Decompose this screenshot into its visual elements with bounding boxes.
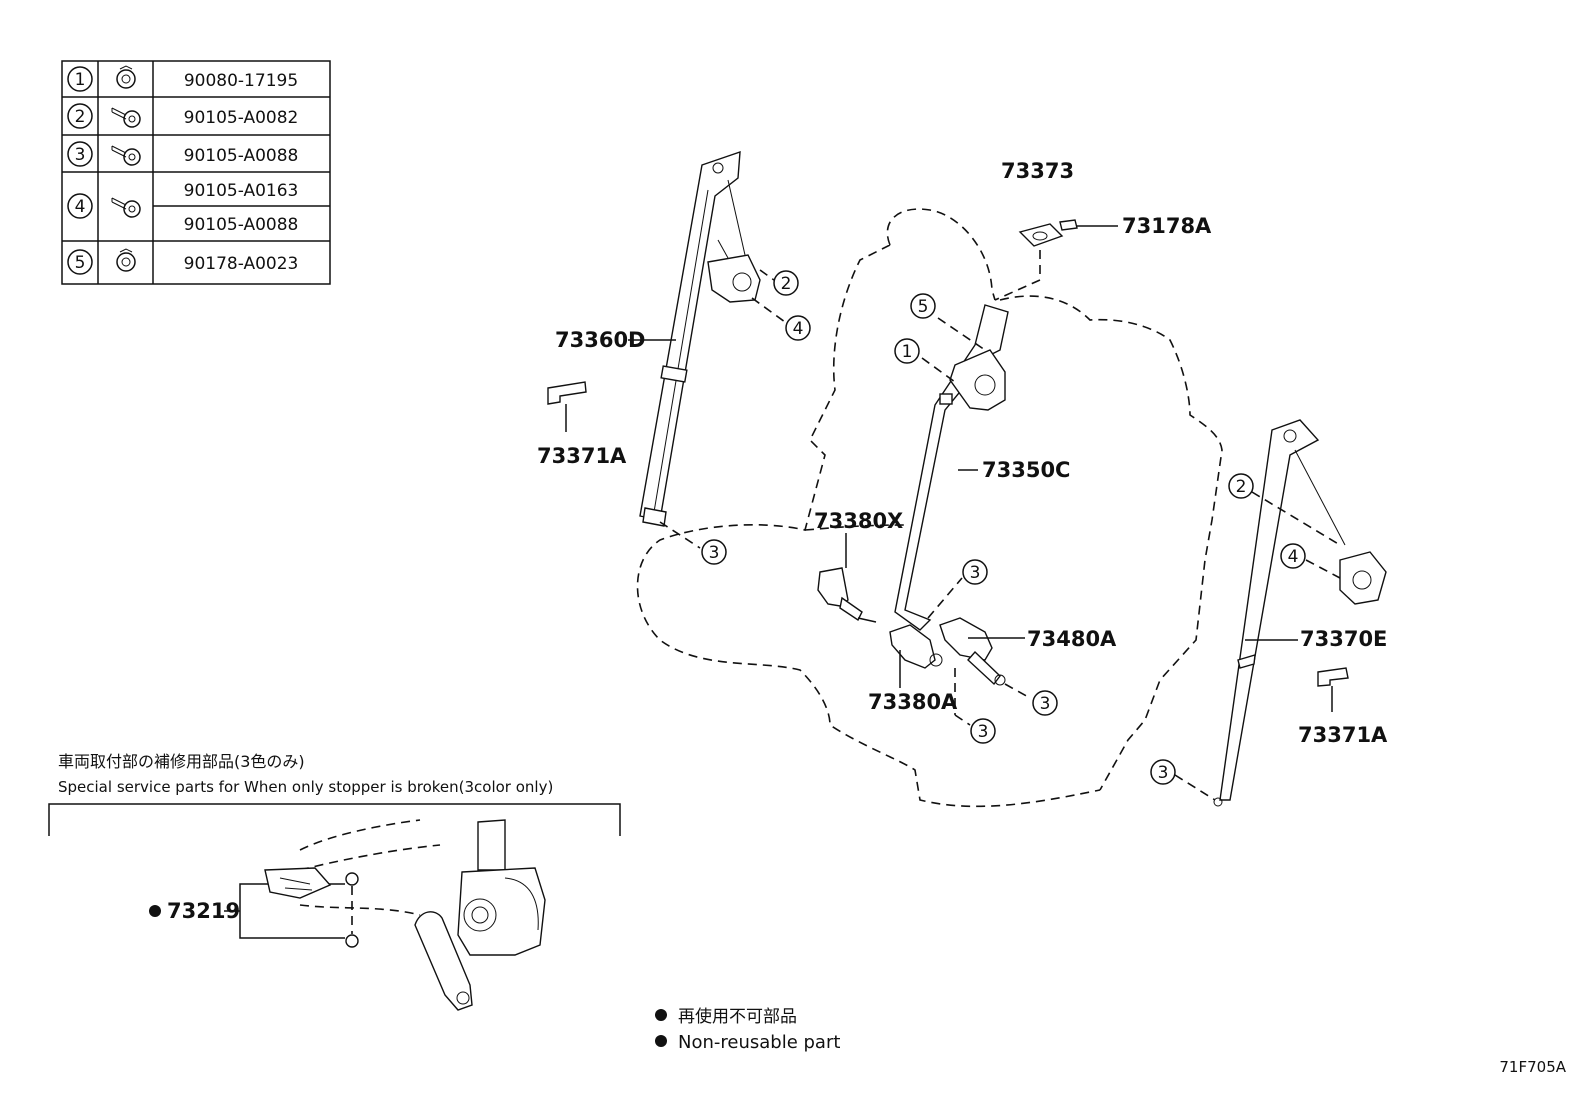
belt-73370E: [1213, 419, 1387, 807]
legend-jp: 再使用不可部品: [678, 1006, 797, 1027]
label-73373: 73373: [1001, 159, 1074, 183]
svg-text:1: 1: [902, 342, 913, 362]
callout-1-center: 1: [894, 338, 920, 364]
table-mark-2: 2: [67, 103, 93, 129]
nut-icon: [116, 248, 136, 272]
service-parts-section: 車両取付部の補修用部品(3色のみ) Special service parts …: [48, 752, 621, 1011]
label-73360D: 73360D: [555, 328, 646, 352]
svg-text:3: 3: [709, 543, 720, 563]
part-number: 90105-A0082: [184, 108, 299, 128]
callout-5-center: 5: [910, 293, 936, 319]
leader-lines: [628, 225, 1341, 801]
callout-3-center-lower: 3: [970, 718, 996, 744]
callout-4-left: 4: [785, 315, 811, 341]
part-number: 90178-A0023: [184, 254, 299, 274]
legend-bullet: [655, 1009, 667, 1021]
diagram-code: 71F705A: [1499, 1058, 1566, 1076]
callout-2-right: 2: [1228, 473, 1254, 499]
svg-text:4: 4: [1288, 547, 1299, 567]
bolt-icon: [111, 107, 141, 128]
svg-text:4: 4: [75, 197, 86, 217]
clip-73371A-right: [1317, 667, 1349, 712]
label-73350C: 73350C: [982, 458, 1070, 482]
table-mark-4: 4: [67, 193, 93, 219]
label-73380A: 73380A: [868, 690, 958, 714]
nut-icon: [116, 65, 136, 89]
clip-73371A-left: [547, 381, 587, 432]
buckle-73380X: [817, 567, 877, 623]
part-labels: 73360D 73371A 73373 73178A 73350C 73380X…: [537, 159, 1388, 747]
part-number: 90105-A0088: [184, 146, 299, 166]
bolt-icon: [111, 145, 141, 166]
label-73370E: 73370E: [1300, 627, 1387, 651]
part-number: 90080-17195: [184, 71, 298, 91]
table-mark-3: 3: [67, 141, 93, 167]
part-number: 90105-A0163: [184, 181, 299, 201]
svg-text:3: 3: [978, 722, 989, 742]
belt-73360D: [639, 150, 761, 527]
table-mark-5: 5: [67, 249, 93, 275]
label-73371A-left: 73371A: [537, 444, 627, 468]
svg-text:2: 2: [75, 107, 86, 127]
callouts: 2 4 3 5 1 3 3 3 2 4 3: [701, 270, 1306, 785]
callout-2-left: 2: [773, 270, 799, 296]
buckle-73380A: [889, 624, 943, 669]
label-73371A-right: 73371A: [1298, 723, 1388, 747]
part-number: 90105-A0088: [184, 215, 299, 235]
bolt-icon: [111, 197, 141, 218]
svg-text:4: 4: [793, 319, 804, 339]
table-mark-1: 1: [67, 66, 93, 92]
callout-3-right: 3: [1150, 759, 1176, 785]
label-73380X: 73380X: [814, 509, 903, 533]
svg-text:2: 2: [781, 274, 792, 294]
callout-3-left: 3: [701, 539, 727, 565]
callout-4-right: 4: [1280, 543, 1306, 569]
svg-text:1: 1: [75, 70, 86, 90]
svg-text:2: 2: [1236, 477, 1247, 497]
legend-bullet: [655, 1035, 667, 1047]
svg-text:3: 3: [1040, 694, 1051, 714]
service-title-en: Special service parts for When only stop…: [58, 778, 553, 796]
svg-text:3: 3: [75, 145, 86, 165]
buckle-73480A: [939, 617, 1006, 686]
legend: 再使用不可部品 Non-reusable part: [655, 1006, 840, 1053]
label-73480A: 73480A: [1027, 627, 1117, 651]
svg-text:5: 5: [75, 253, 86, 273]
bolt-table: 1 2 3 4 5: [61, 60, 331, 285]
svg-text:5: 5: [918, 297, 929, 317]
service-title-jp: 車両取付部の補修用部品(3色のみ): [58, 752, 305, 771]
callout-3-center-upper: 3: [962, 559, 988, 585]
belt-73350C: [894, 219, 1078, 631]
svg-text:3: 3: [970, 563, 981, 583]
svg-text:3: 3: [1158, 763, 1169, 783]
callout-3-center-right: 3: [1032, 690, 1058, 716]
label-73178A: 73178A: [1122, 214, 1212, 238]
legend-en: Non-reusable part: [678, 1032, 840, 1053]
seat-outline: [636, 208, 1223, 808]
non-reusable-mark: [149, 905, 161, 917]
